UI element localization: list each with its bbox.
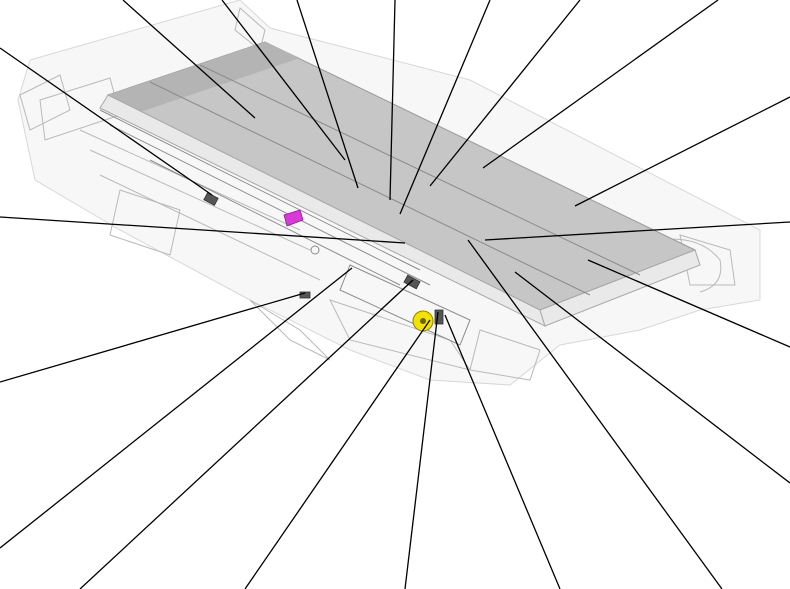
yellow-gear-hub [420, 318, 426, 324]
leader-line [0, 292, 306, 383]
leader-line [0, 267, 353, 549]
magenta-component [283, 209, 304, 227]
leader-line [79, 279, 414, 589]
leader-line [399, 0, 491, 215]
leader-line [244, 319, 431, 589]
leader-line [404, 311, 439, 589]
leader-line [484, 221, 790, 241]
leader-line [122, 0, 256, 119]
leader-line [574, 96, 790, 207]
leader-line [444, 314, 561, 589]
leader-line [429, 0, 581, 187]
leader-line [221, 0, 346, 161]
leader-line [389, 0, 396, 201]
leader-line [0, 47, 213, 196]
leader-line [296, 0, 359, 189]
leader-line [482, 0, 719, 169]
leader-line [587, 259, 790, 348]
front-mechanism [99, 109, 471, 346]
leader-line [514, 271, 790, 484]
transfer-belt [99, 41, 701, 327]
leader-line [0, 216, 406, 244]
leader-line [467, 239, 723, 589]
